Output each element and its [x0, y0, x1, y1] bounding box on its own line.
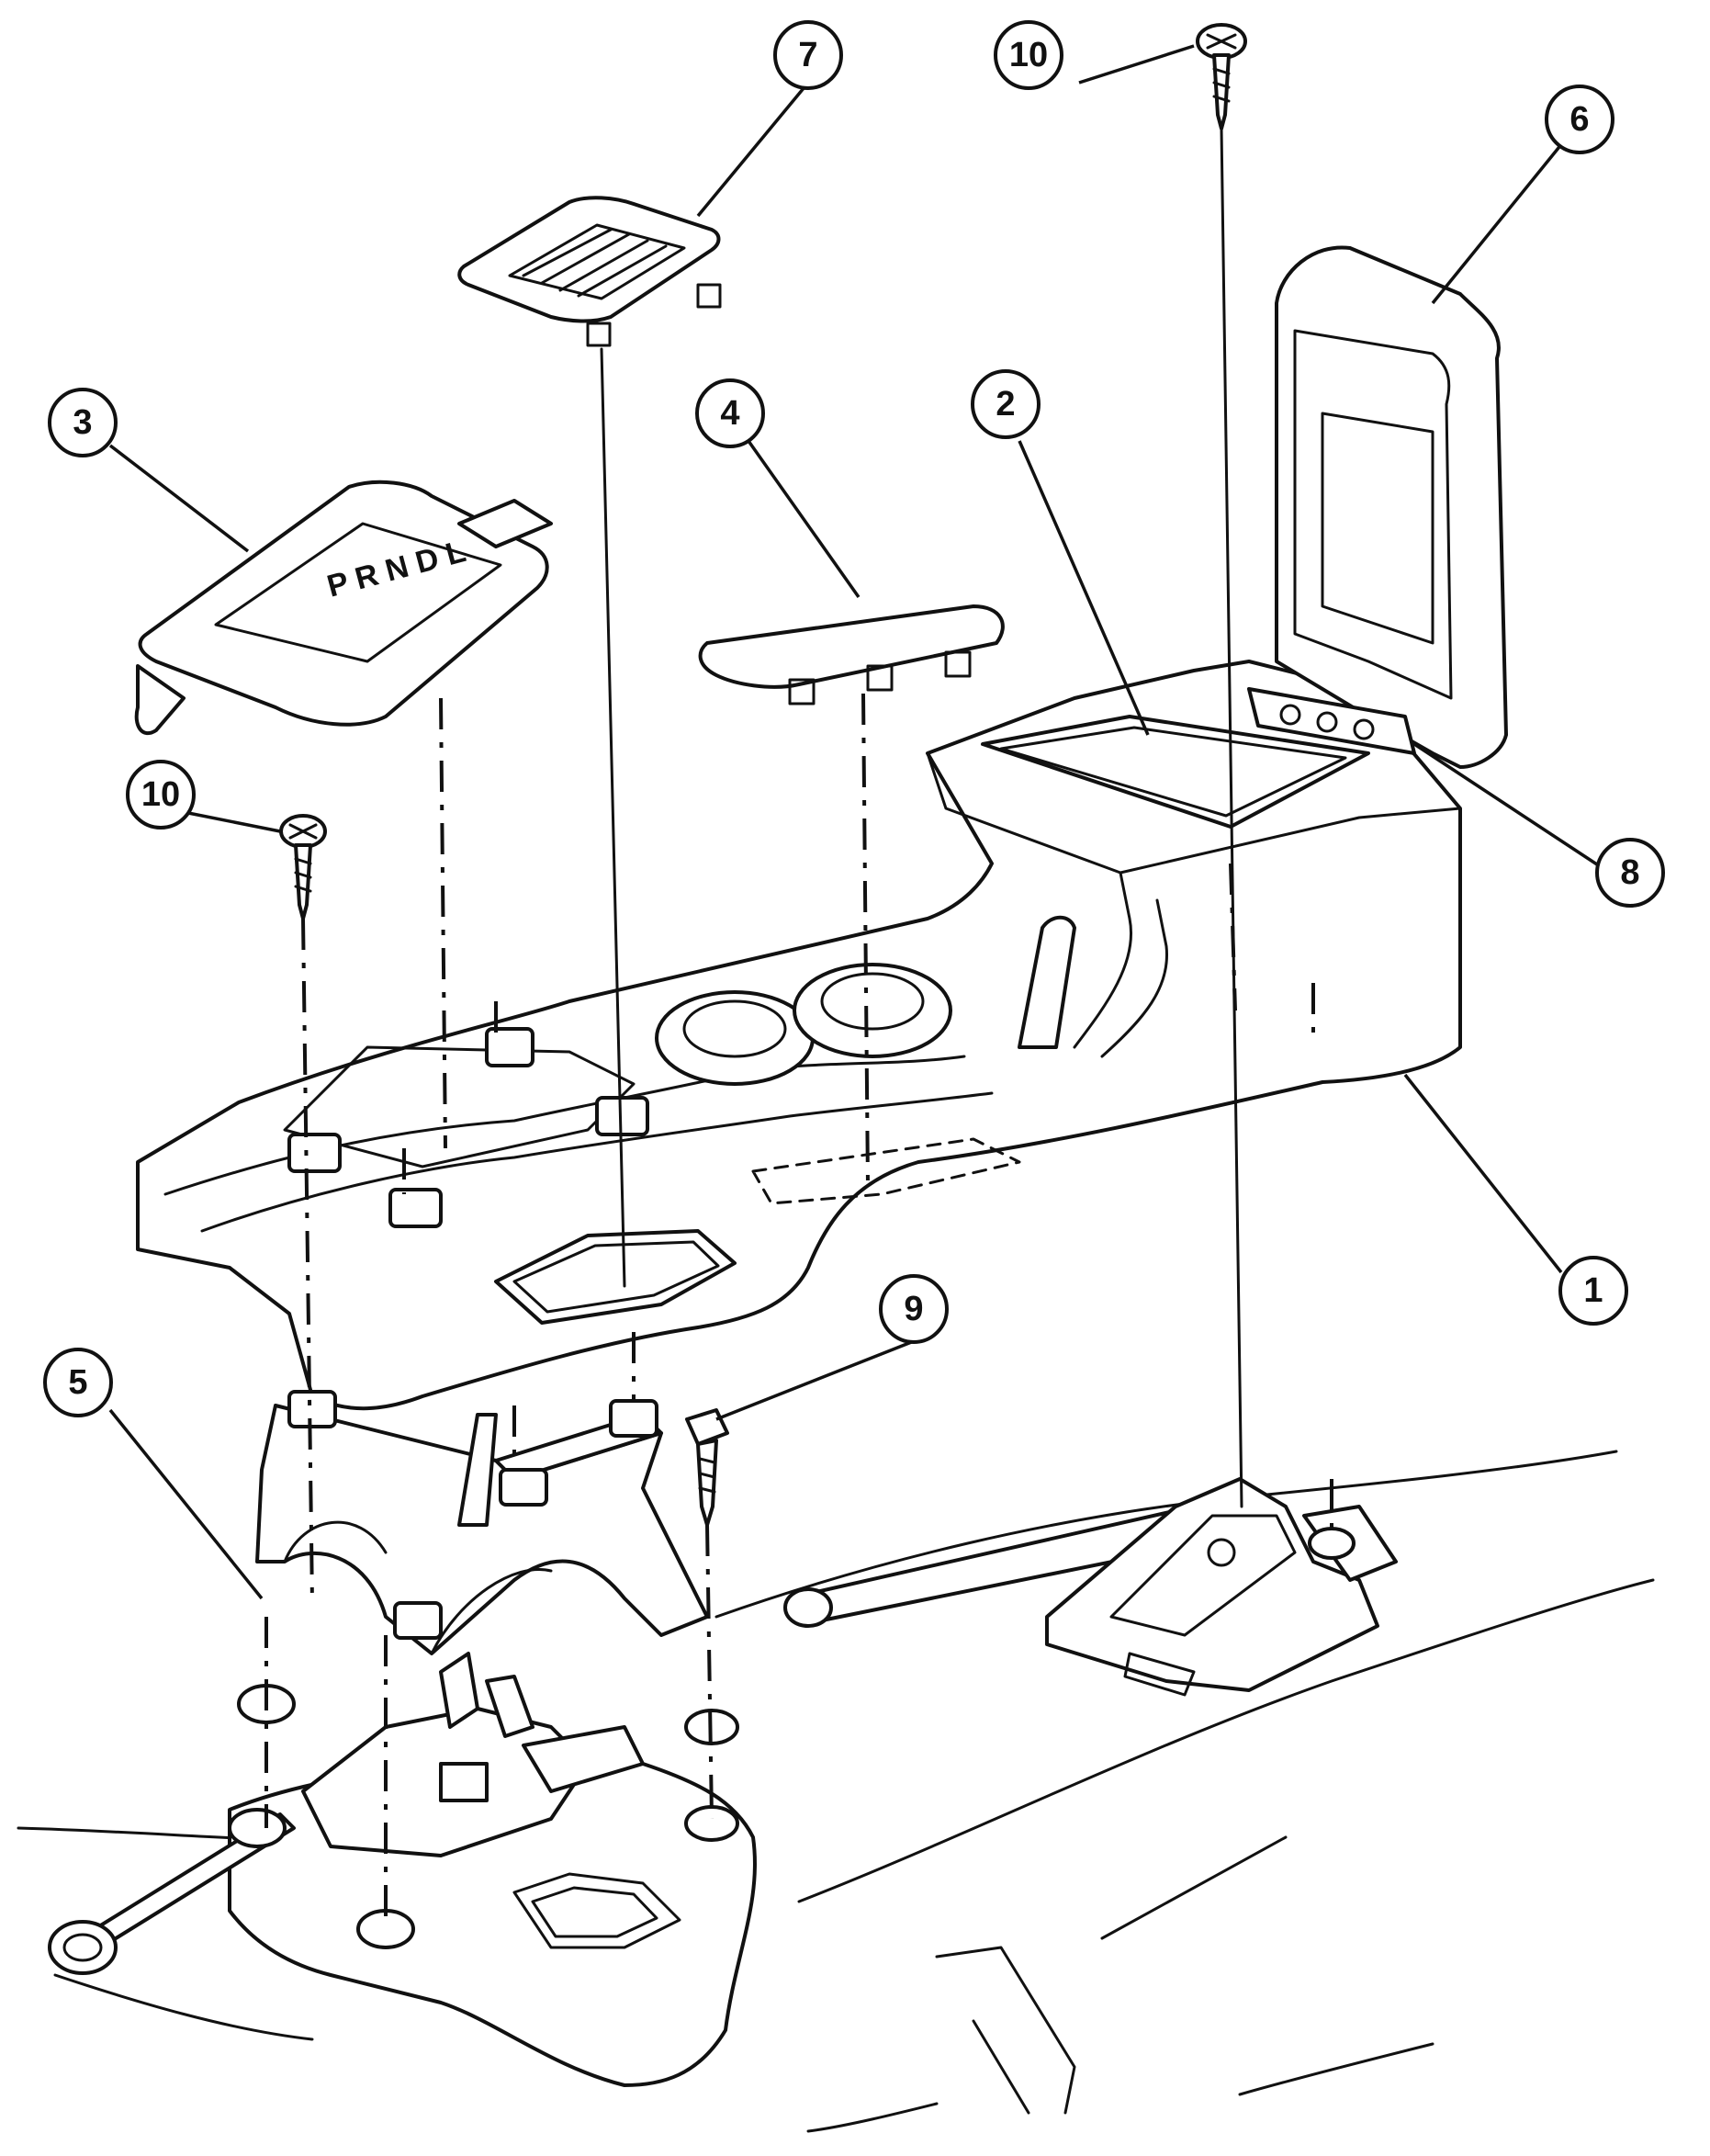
callout-label: 6: [1569, 100, 1589, 139]
shifter-mechanism: [48, 1652, 758, 2087]
callout-5: 5: [43, 1348, 113, 1417]
callout-9: 9: [879, 1274, 949, 1344]
callout-label: 9: [904, 1290, 923, 1328]
pocket-insert: [457, 196, 722, 347]
callout-label: 10: [1009, 36, 1048, 74]
callout-label: 7: [798, 36, 817, 74]
callout-1: 1: [1558, 1256, 1628, 1326]
callout-2: 2: [971, 369, 1041, 439]
callout-label: 8: [1620, 853, 1639, 892]
callout-label: 10: [141, 775, 180, 814]
callout-label: 5: [68, 1363, 87, 1402]
storage-cover: [698, 604, 1005, 705]
screw-10-upper: [1196, 23, 1247, 130]
shift-bezel: P R N D L: [134, 480, 553, 736]
callout-label: 3: [73, 403, 92, 442]
callout-label: 4: [720, 394, 739, 433]
console-body: [136, 660, 1462, 1411]
callout-8: 7: [773, 20, 843, 90]
assembly-lines: [264, 127, 1333, 1929]
callout-4: 4: [695, 378, 765, 448]
lid-hinge: [1247, 687, 1416, 755]
screw-10-lower: [279, 814, 327, 920]
callout-3: 3: [48, 388, 118, 457]
callout-6: 6: [1545, 85, 1614, 154]
shifter-bracket: [255, 1390, 709, 1655]
callout-label: 1: [1583, 1271, 1603, 1310]
callout-10-lower: 10: [126, 760, 196, 830]
screw-9: [685, 1408, 729, 1527]
callout-10-upper: 10: [994, 20, 1063, 90]
leader-lines: [108, 44, 1603, 1600]
callout-label: 2: [996, 385, 1015, 423]
parking-brake: [783, 1477, 1398, 1697]
armrest-lid: [1275, 245, 1508, 769]
callout-7: 8: [1595, 838, 1665, 908]
